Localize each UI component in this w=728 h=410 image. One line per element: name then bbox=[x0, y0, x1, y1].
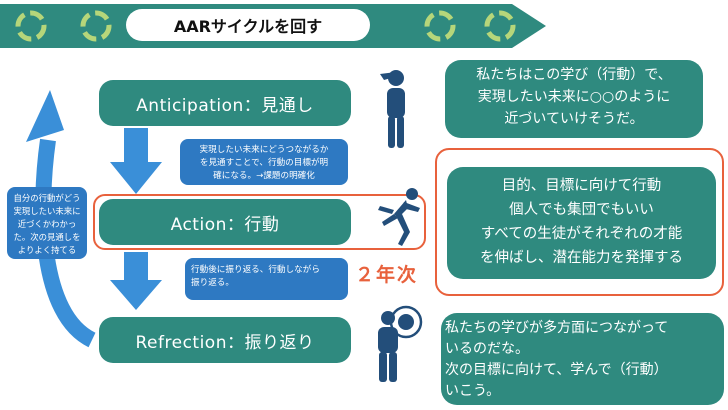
note-anticipation-to-action: 実現したい未来にどうつながるか を見通すことで、行動の目標が明 確になる。→課題… bbox=[180, 139, 348, 185]
year-label: ２年次 bbox=[355, 264, 419, 286]
page-title: AARサイクルを回す bbox=[126, 9, 370, 41]
note-action-to-reflection: 行動後に振り返る、行動しながら 振り返る。 bbox=[185, 258, 348, 300]
right-highlight-frame bbox=[435, 148, 724, 296]
action-highlight-frame bbox=[93, 194, 426, 250]
reflecting-person-icon bbox=[378, 305, 423, 382]
cycle-icon-2 bbox=[80, 10, 112, 42]
down-arrow-1-icon bbox=[110, 128, 162, 194]
note-reflection-to-anticipation: 自分の行動がどう 実現したい未来に 近づくかわかっ た。次の見通しを よりよく持… bbox=[7, 187, 87, 259]
anticipation-description: 私たちはこの学び（行動）で、 実現したい未来に○○のように 近づいていけそうだ。 bbox=[445, 60, 703, 138]
stage-reflection: Refrection：振り返り bbox=[99, 317, 351, 363]
running-person-icon bbox=[378, 188, 420, 246]
down-arrow-2-icon bbox=[110, 252, 162, 310]
action-description: 目的、目標に向けて行動 個人でも集団でもいい すべての生徒がそれぞれの才能 を伸… bbox=[447, 167, 716, 279]
stage-action: Action：行動 bbox=[99, 199, 351, 245]
cycle-icon-1 bbox=[15, 10, 47, 42]
looking-ahead-person-icon bbox=[380, 70, 405, 148]
reflection-description: 私たちの学びが多方面につながって いるのだな。 次の目標に向けて、学んで（行動）… bbox=[441, 313, 724, 405]
cycle-icon-4 bbox=[484, 10, 516, 42]
stage-anticipation: Anticipation：見通し bbox=[99, 80, 351, 126]
cycle-icon-3 bbox=[424, 10, 456, 42]
